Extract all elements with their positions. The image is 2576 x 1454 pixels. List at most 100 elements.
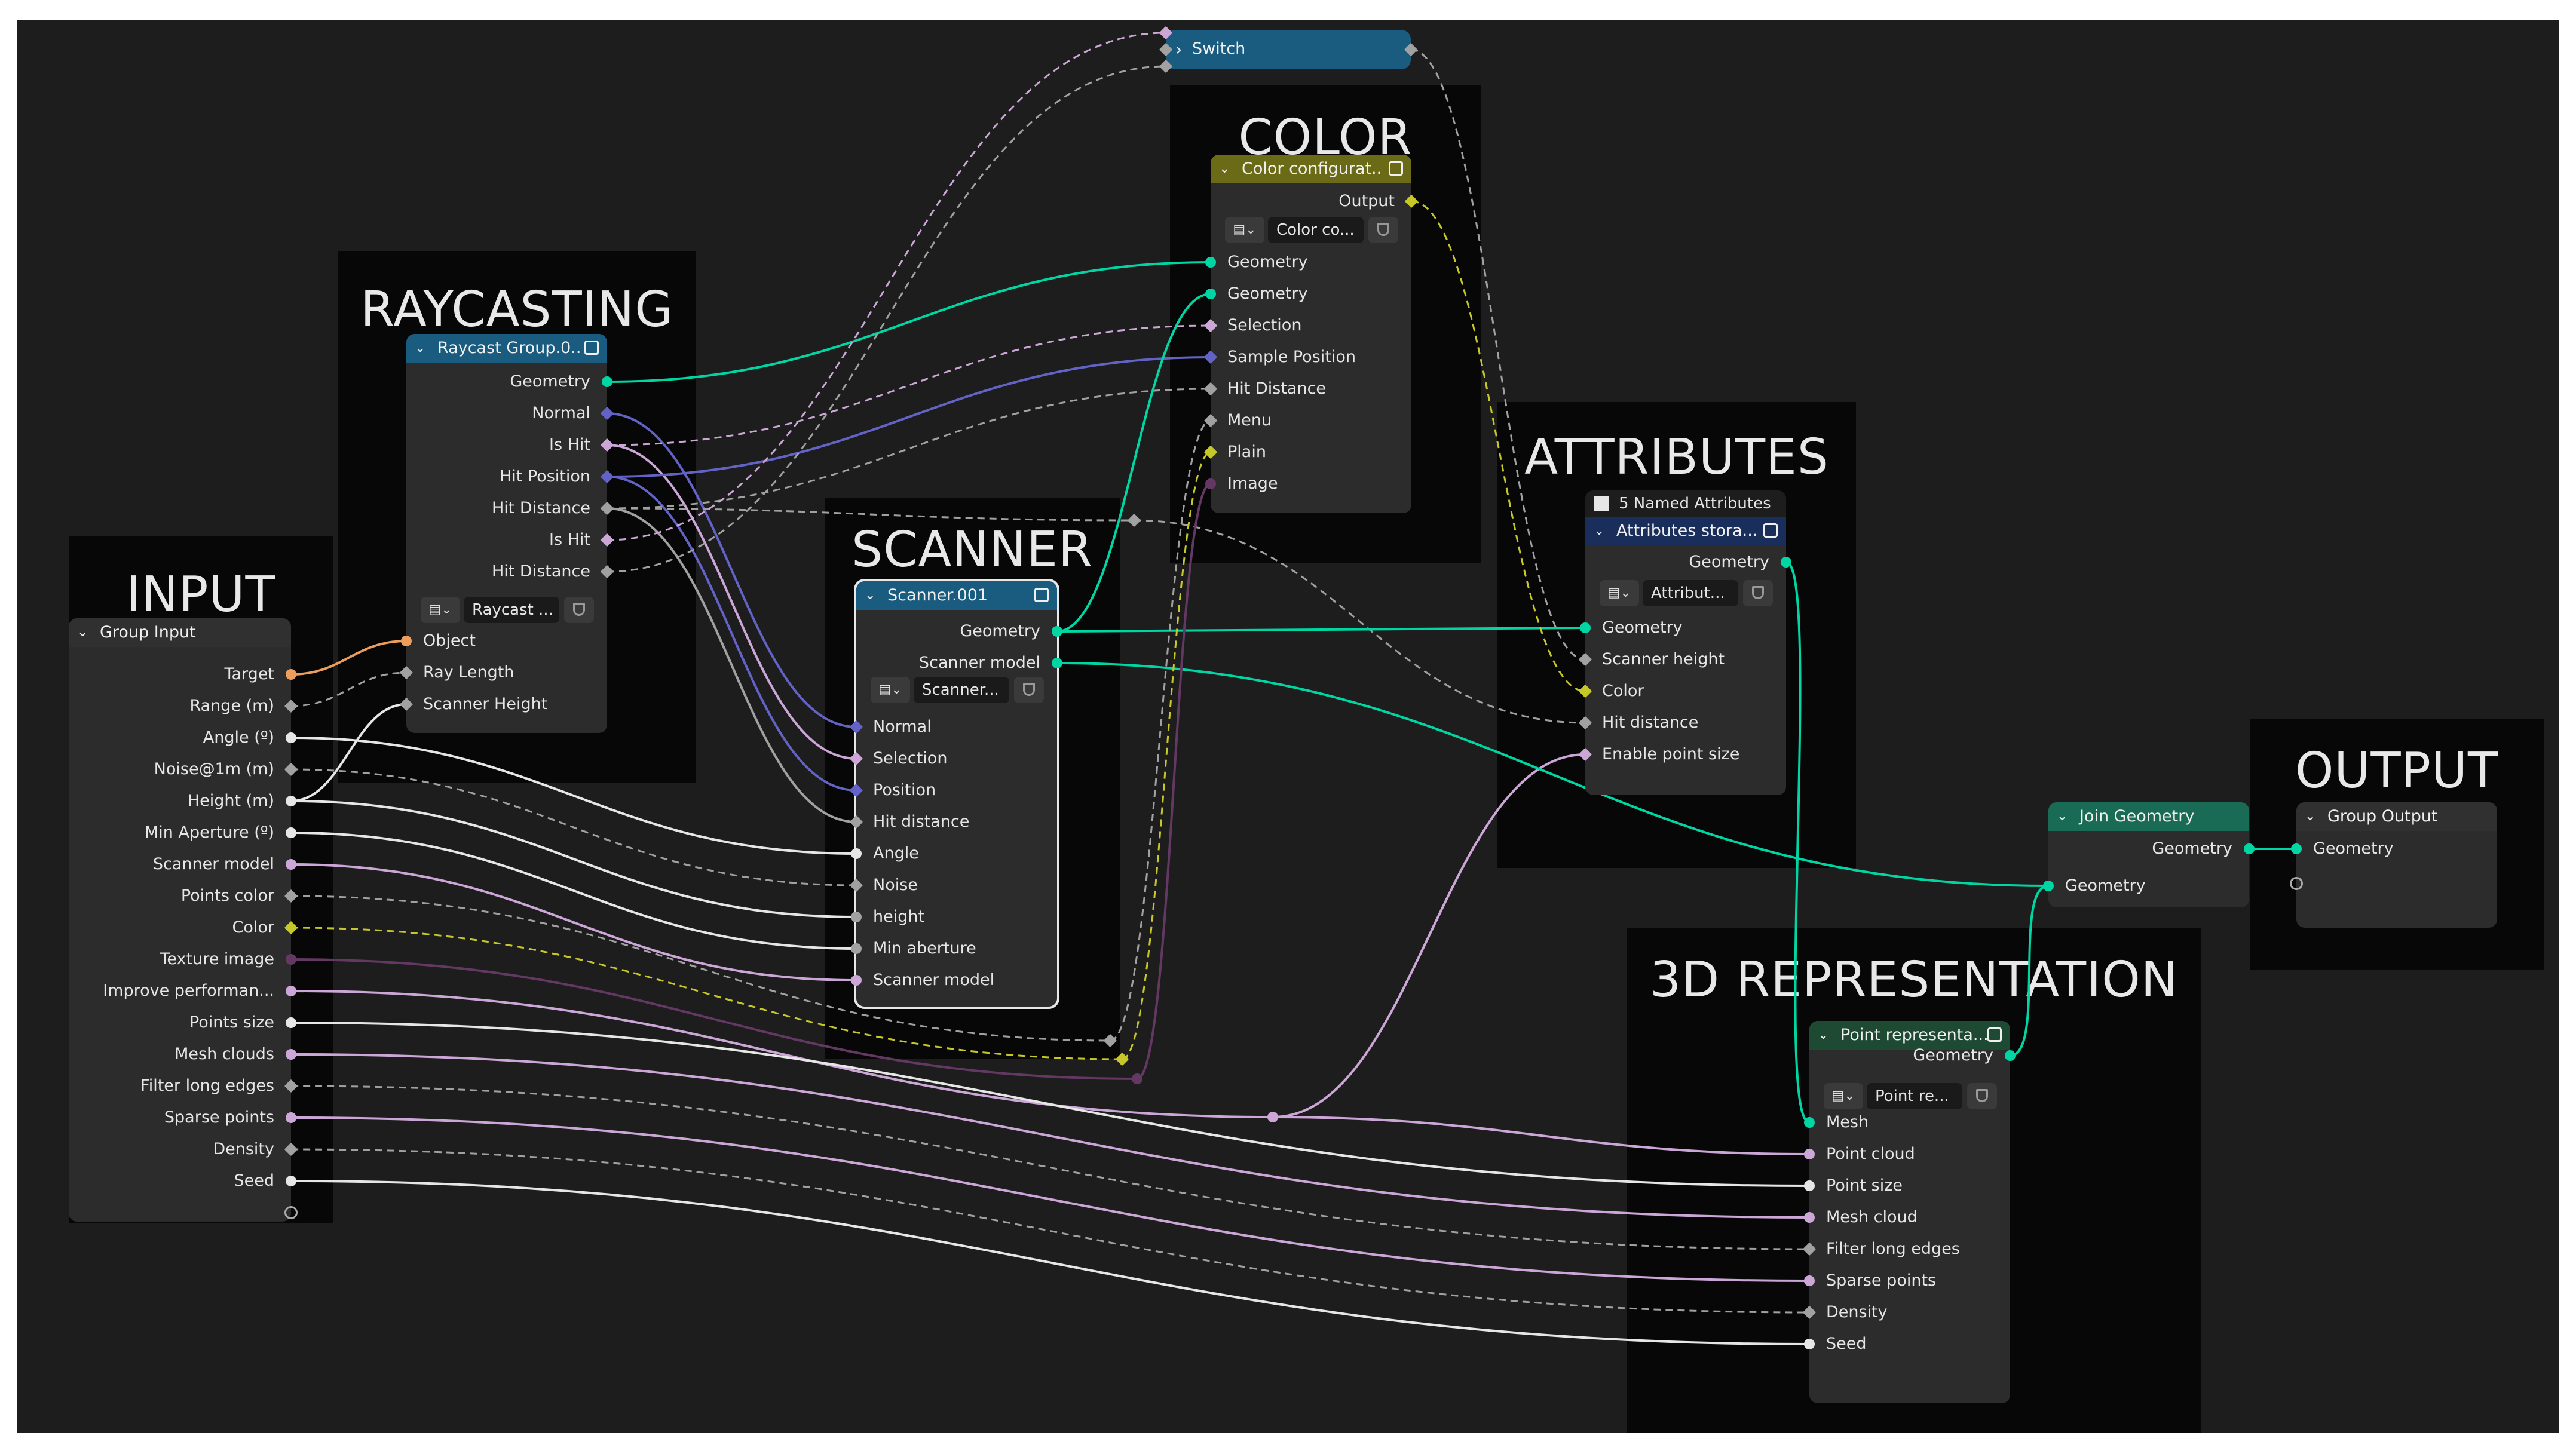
node-group-dropdown[interactable]: ▤⌄: [1225, 217, 1264, 243]
gi-out-14-socket[interactable]: [286, 1112, 296, 1123]
gi-out-12-socket[interactable]: [286, 1049, 296, 1060]
node-header[interactable]: ⌄ Raycast Group.0..: [406, 334, 607, 363]
sc-in-4-socket[interactable]: [851, 848, 862, 859]
pr-in-5-socket[interactable]: [1804, 1275, 1815, 1286]
gi-out-5-socket[interactable]: [286, 827, 296, 838]
group-name-field[interactable]: Point re...: [1867, 1083, 1962, 1109]
node-switch[interactable]: › Switch: [1166, 30, 1411, 69]
rc-out-0-socket[interactable]: [602, 376, 612, 387]
output-socket-label: Target: [224, 665, 274, 683]
node-group-dropdown[interactable]: ▤⌄: [1600, 580, 1639, 606]
chevron-down-icon[interactable]: ⌄: [1219, 161, 1230, 176]
node-attributes-storage[interactable]: 5 Named Attributes ⌄ Attributes stora...…: [1585, 490, 1786, 795]
sc-out-0-socket[interactable]: [1052, 626, 1062, 637]
at-out-0-socket[interactable]: [1781, 557, 1791, 568]
gi-out-4-socket[interactable]: [286, 796, 296, 806]
shield-icon[interactable]: [564, 597, 594, 623]
go-in-empty-socket[interactable]: [2290, 877, 2303, 890]
node-link: [1411, 200, 1586, 692]
node-group-output[interactable]: ⌄ Group Output Geometry: [2296, 802, 2497, 928]
chevron-down-icon[interactable]: ⌄: [1594, 523, 1605, 538]
co-in-7-socket[interactable]: [1205, 478, 1216, 489]
go-in-0-socket[interactable]: [2291, 843, 2302, 854]
group-selector[interactable]: ▤⌄ Point re...: [1824, 1083, 1997, 1109]
node-group-icon[interactable]: [1034, 588, 1049, 602]
node-group-icon[interactable]: [584, 341, 599, 355]
group-name-field[interactable]: Attribut...: [1643, 580, 1738, 606]
input-socket-label: Geometry: [1227, 253, 1308, 271]
jg-in-0-socket[interactable]: [2043, 881, 2054, 891]
gi-out-10-socket[interactable]: [286, 986, 296, 996]
node-group-dropdown[interactable]: ▤⌄: [871, 677, 910, 703]
shield-icon[interactable]: [1743, 580, 1773, 606]
node-group-icon[interactable]: [1389, 161, 1403, 176]
output-socket-label: Normal: [532, 404, 590, 422]
chevron-right-icon[interactable]: ›: [1175, 39, 1183, 59]
output-socket-label: Improve performan...: [103, 981, 274, 1000]
group-selector[interactable]: ▤⌄ Raycast ...: [421, 597, 594, 623]
node-editor-canvas[interactable]: INPUT RAYCASTING SCANNER COLOR ATTRIBUTE…: [17, 20, 2559, 1433]
node-group-dropdown[interactable]: ▤⌄: [421, 597, 460, 623]
shield-icon[interactable]: [1967, 1083, 1997, 1109]
sc-out-1-socket[interactable]: [1052, 658, 1062, 668]
chevron-down-icon[interactable]: ⌄: [1818, 1027, 1829, 1042]
node-header[interactable]: ⌄ Group Input: [69, 618, 291, 647]
group-selector[interactable]: ▤⌄ Scanner...: [871, 677, 1044, 703]
pr-in-7-socket[interactable]: [1804, 1339, 1815, 1349]
node-header[interactable]: ⌄ Point representa...: [1809, 1021, 2010, 1050]
gi-out-0-socket[interactable]: [286, 669, 296, 680]
node-header[interactable]: ⌄ Color configurat..: [1211, 155, 1411, 183]
at-in-0-socket[interactable]: [1580, 622, 1591, 633]
rc-in-0-socket[interactable]: [401, 636, 412, 646]
chevron-down-icon[interactable]: ⌄: [2305, 809, 2316, 824]
node-header[interactable]: ⌄ Scanner.001: [856, 581, 1057, 610]
node-title: Group Input: [100, 623, 196, 642]
sc-in-7-socket[interactable]: [851, 943, 862, 954]
group-name-field[interactable]: Raycast ...: [464, 597, 559, 623]
gi-out-6-socket[interactable]: [286, 859, 296, 870]
gi-out-11-socket[interactable]: [286, 1017, 296, 1028]
shield-icon[interactable]: [1368, 217, 1398, 243]
chevron-down-icon[interactable]: ⌄: [2057, 809, 2068, 824]
gi-out-16-socket[interactable]: [286, 1176, 296, 1186]
pr-in-0-socket[interactable]: [1804, 1117, 1815, 1128]
node-group-icon[interactable]: [1987, 1027, 2002, 1042]
gi-out-9-socket[interactable]: [286, 954, 296, 965]
node-header[interactable]: ⌄ Group Output: [2296, 802, 2497, 831]
output-socket-label: Is Hit: [549, 435, 590, 454]
group-selector[interactable]: ▤⌄ Attribut...: [1600, 580, 1773, 606]
group-name-field[interactable]: Color co...: [1268, 217, 1364, 243]
jg-out-0-socket[interactable]: [2244, 843, 2255, 854]
node-group-dropdown[interactable]: ▤⌄: [1824, 1083, 1863, 1109]
pr-in-1-socket[interactable]: [1804, 1149, 1815, 1159]
gi-out-empty-socket[interactable]: [284, 1206, 298, 1219]
sc-in-6-socket[interactable]: [851, 912, 862, 922]
co-in-0-socket[interactable]: [1205, 257, 1216, 268]
pr-in-2-socket[interactable]: [1804, 1180, 1815, 1191]
chevron-down-icon[interactable]: ⌄: [415, 341, 426, 355]
pr-in-3-socket[interactable]: [1804, 1212, 1815, 1223]
co-in-1-socket[interactable]: [1205, 289, 1216, 299]
input-socket-label: Geometry: [1227, 284, 1308, 303]
chevron-down-icon[interactable]: ⌄: [77, 625, 88, 640]
group-name-field[interactable]: Scanner...: [914, 677, 1009, 703]
node-link: [607, 412, 857, 728]
group-selector[interactable]: ▤⌄ Color co...: [1225, 217, 1398, 243]
node-link: [290, 990, 1273, 1118]
sc-in-8-socket[interactable]: [851, 975, 862, 986]
shield-icon[interactable]: [1014, 677, 1044, 703]
node-header[interactable]: ⌄ Join Geometry: [2048, 802, 2249, 831]
node-group-icon[interactable]: [1763, 523, 1778, 538]
gi-out-2-socket[interactable]: [286, 732, 296, 743]
rr-2-socket[interactable]: [1132, 1073, 1142, 1084]
chevron-down-icon[interactable]: ⌄: [865, 588, 876, 603]
rr-3-socket[interactable]: [1267, 1112, 1278, 1122]
pr-out-0-socket[interactable]: [2005, 1050, 2016, 1061]
node-header[interactable]: ⌄ Attributes stora...: [1585, 517, 1786, 545]
